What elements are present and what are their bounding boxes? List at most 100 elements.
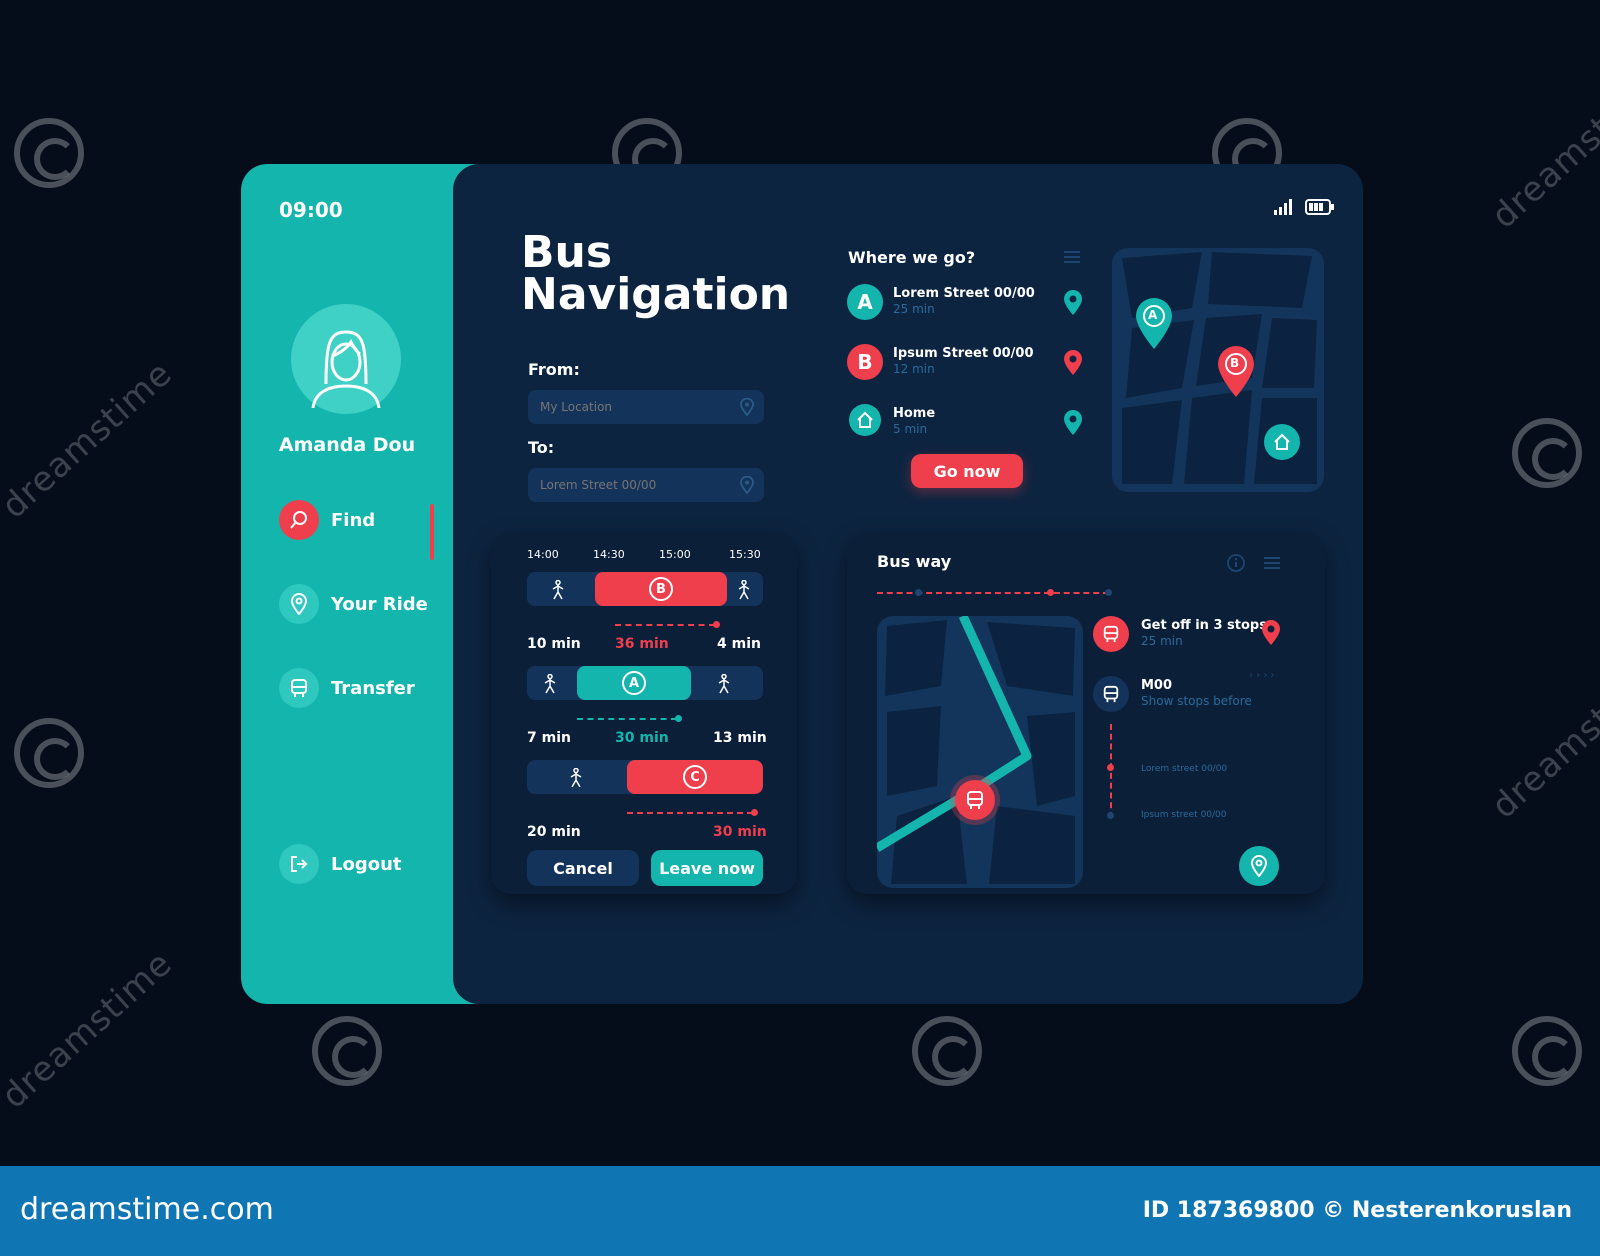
stops-line — [1110, 724, 1112, 818]
menu-icon[interactable] — [1263, 556, 1281, 570]
page-title: Bus Navigation — [521, 231, 791, 320]
route-option-bar[interactable]: C — [527, 760, 763, 794]
leave-now-button[interactable]: Leave now — [651, 850, 763, 886]
pin-icon — [1064, 290, 1082, 315]
chevrons: › › › › — [1249, 670, 1275, 681]
tablet-frame: 09:00 Amanda Dou Find Your Ride — [241, 164, 1363, 1004]
bus-icon — [279, 668, 319, 708]
route-dash — [615, 624, 715, 626]
route-dot — [713, 621, 720, 628]
nav-transfer[interactable]: Transfer — [279, 668, 415, 708]
pin-icon — [740, 476, 754, 494]
stop-dot — [1107, 764, 1114, 771]
bus-letter-badge: C — [683, 765, 707, 789]
nav-find-label: Find — [331, 509, 376, 531]
stop-dot — [1107, 812, 1114, 819]
walk-duration: 4 min — [717, 636, 761, 652]
destination-item[interactable]: A Lorem Street 00/00 25 min — [847, 284, 1087, 324]
map-streets — [1122, 252, 1317, 484]
ride-duration: 36 min — [615, 636, 669, 652]
walk-icon — [570, 768, 582, 788]
destinations-title: Where we go? — [848, 248, 976, 267]
watermark-text: dreamstime — [0, 353, 181, 527]
pin-icon — [740, 398, 754, 416]
step-time: 25 min — [1141, 634, 1183, 648]
battery-icon — [1305, 199, 1334, 215]
watermark-text: dreamstime — [1484, 63, 1600, 237]
step-name: Get off in 3 stops — [1141, 618, 1267, 633]
route-dot — [751, 809, 758, 816]
watermark-swirl — [1512, 1016, 1582, 1086]
destination-name: Lorem Street 00/00 — [893, 286, 1035, 301]
route-option-bar[interactable]: A — [527, 666, 763, 700]
bus-way-title: Bus way — [877, 552, 952, 571]
time-tick: 15:30 — [729, 548, 761, 561]
stop-label: Ipsum street 00/00 — [1141, 810, 1227, 820]
ride-duration: 30 min — [713, 824, 767, 840]
walk-duration: 13 min — [713, 730, 767, 746]
bus-icon — [1093, 616, 1129, 652]
bus-letter-badge: A — [622, 671, 646, 695]
location-button[interactable] — [1239, 846, 1279, 886]
walk-icon — [718, 674, 730, 694]
route-option-bar[interactable]: B — [527, 572, 763, 606]
go-now-button[interactable]: Go now — [911, 454, 1023, 488]
nav-your-ride[interactable]: Your Ride — [279, 584, 428, 624]
bus-icon — [1093, 676, 1129, 712]
marker-b-label: B — [1230, 356, 1240, 370]
pin-icon — [279, 584, 319, 624]
pin-icon — [1064, 350, 1082, 375]
route-dash — [577, 718, 677, 720]
destination-time: 25 min — [893, 302, 935, 316]
info-icon[interactable] — [1227, 554, 1245, 572]
route-dot — [915, 589, 922, 596]
bus-way-map[interactable] — [877, 616, 1083, 888]
destination-badge: B — [847, 344, 883, 380]
sidebar: 09:00 Amanda Dou Find Your Ride — [241, 164, 481, 1004]
bus-segment: B — [595, 572, 727, 606]
to-field[interactable] — [528, 468, 764, 502]
walk-duration: 10 min — [527, 636, 581, 652]
watermark-swirl — [912, 1016, 982, 1086]
from-label: From: — [528, 360, 580, 379]
destinations-map[interactable]: A B — [1112, 248, 1324, 492]
show-stops-link[interactable]: Show stops before — [1141, 694, 1252, 708]
destination-time: 12 min — [893, 362, 935, 376]
bus-segment: C — [627, 760, 763, 794]
logout-icon — [279, 844, 319, 884]
bus-way-card: Bus way — [847, 532, 1325, 894]
footer-logo: dreamstime.com — [20, 1192, 274, 1227]
time-tick: 15:00 — [659, 548, 691, 561]
footer-credit: ID 187369800 © Nesterenkoruslan — [1142, 1198, 1572, 1223]
walk-icon — [552, 580, 564, 600]
nav-find[interactable]: Find — [279, 500, 375, 540]
schedule-card: 14:00 14:30 15:00 15:30 B 10 min 36 min … — [491, 532, 797, 894]
nav-logout[interactable]: Logout — [279, 844, 402, 884]
nav-logout-label: Logout — [331, 853, 402, 875]
marker-a: A — [1134, 298, 1174, 354]
destination-name: Home — [893, 406, 936, 421]
pin-icon — [1064, 410, 1082, 435]
nav-your-ride-label: Your Ride — [331, 593, 428, 615]
avatar[interactable] — [291, 304, 401, 414]
from-field[interactable] — [528, 390, 764, 424]
route-dot — [675, 715, 682, 722]
destination-item[interactable]: Home 5 min — [847, 404, 1087, 444]
bus-letter-badge: B — [649, 577, 673, 601]
watermark-text: dreamstime — [1484, 653, 1600, 827]
watermark-swirl — [14, 118, 84, 188]
signal-icon — [1274, 199, 1292, 215]
bus-segment: A — [577, 666, 691, 700]
destination-item[interactable]: B Ipsum Street 00/00 12 min — [847, 344, 1087, 384]
page-title-line2: Navigation — [521, 269, 791, 320]
from-input[interactable] — [528, 390, 764, 424]
nav-transfer-label: Transfer — [331, 677, 415, 699]
cancel-button[interactable]: Cancel — [527, 850, 639, 886]
user-avatar-icon — [311, 330, 381, 409]
user-name: Amanda Dou — [278, 434, 416, 456]
menu-icon[interactable] — [1063, 250, 1081, 264]
status-time: 09:00 — [279, 198, 343, 222]
route-dot — [1105, 589, 1112, 596]
route-dot — [1047, 589, 1054, 596]
to-input[interactable] — [528, 468, 764, 502]
